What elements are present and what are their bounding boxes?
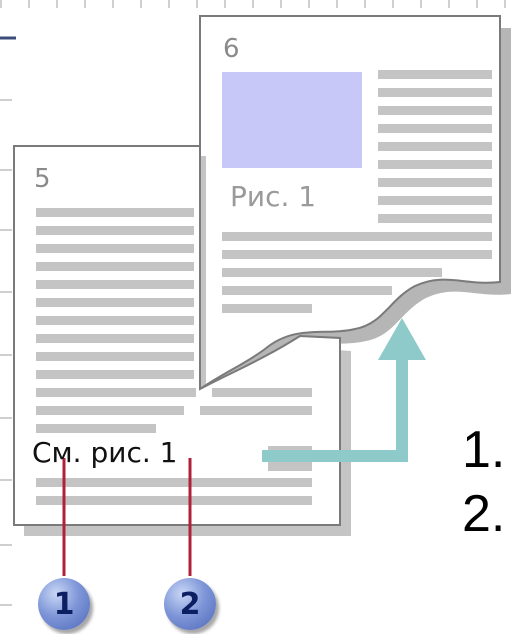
page-six-number: 6 <box>223 34 240 64</box>
page-five-text-lines <box>36 208 312 505</box>
figure-one-image <box>222 72 362 168</box>
arrow-head <box>378 318 426 360</box>
cross-reference-arrow <box>262 350 408 462</box>
list-number-two: 2. <box>462 485 506 543</box>
page-six-text-lines <box>222 70 492 313</box>
list-number-one: 1. <box>462 421 506 479</box>
left-ruler <box>0 99 12 606</box>
callout-badge-two: 2 <box>164 578 216 630</box>
callout-badge-one: 1 <box>38 578 90 630</box>
figure-caption: Рис. 1 <box>230 180 317 213</box>
top-ruler <box>0 0 522 10</box>
cross-reference-text: См. рис. 1 <box>32 436 178 469</box>
page-five-number: 5 <box>34 164 51 194</box>
